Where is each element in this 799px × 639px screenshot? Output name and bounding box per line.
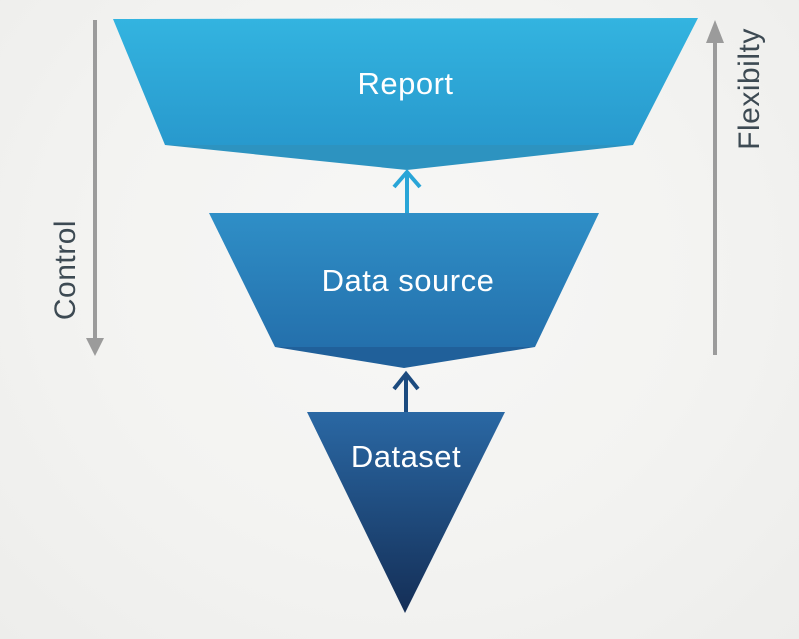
dataset-level-label: Dataset [350, 439, 462, 474]
dataset-triangle [307, 412, 505, 613]
arrow-up-dataset-to-datasource-icon [392, 370, 420, 412]
datasource-level-label: Data source [321, 263, 495, 298]
datasource-trapezoid [209, 213, 599, 347]
flexibility-axis-label: Flexibilty [733, 28, 766, 150]
report-level-label: Report [357, 66, 454, 101]
datasource-trapezoid-bottom-wedge [275, 347, 535, 368]
control-axis-arrow-icon [86, 20, 104, 356]
control-axis-label: Control [49, 219, 82, 321]
report-trapezoid-bottom-wedge [165, 145, 633, 170]
flexibility-axis-arrow-icon [706, 20, 724, 355]
arrow-up-datasource-to-report-icon [392, 168, 422, 213]
report-trapezoid [113, 18, 698, 145]
